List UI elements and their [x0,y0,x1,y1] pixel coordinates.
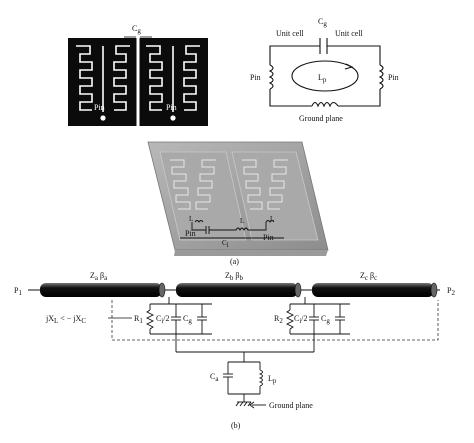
r2-label: R2 [274,314,283,325]
pin-left-label: Pin [250,73,261,82]
gap-cg-label: Cg [132,24,141,35]
cg-label: Cg [318,17,327,28]
pin-coil-left [268,64,274,90]
ground-plane-label-b: Ground plane [269,401,313,410]
pin-inductor-label-left: L [189,215,193,223]
perspective-pin-left: Pin [185,229,196,238]
line-b-label: Zb βb [225,271,243,282]
pin-right-label: Pin [388,73,399,82]
current-loop [291,60,359,92]
perspective-view: L L L Pin Pin Ci [147,141,329,256]
cg-left-label: Cg [183,314,192,325]
left-shunt-network [145,297,212,352]
lp-coil [311,101,339,108]
caption-a: (a) [230,257,239,266]
line-c [312,282,438,298]
transmission-line-model: Za βa Zb βb Zc βc P1 P2 [14,271,455,410]
unit-cell-layout: Pin Pin Cg [68,24,208,126]
line-b [176,282,302,298]
lp-label-b: Lp [268,374,277,385]
line-c-label: Zc βc [360,271,377,282]
cg-right-label: Cg [321,314,330,325]
perspective-pin-right: Pin [263,233,274,242]
r1-label: R1 [134,314,143,325]
port-p1: P1 [14,286,22,297]
center-inductor-label: L [240,217,244,225]
ci-half-right-label: Ci/2 [294,314,308,325]
unit-cell-circuit [268,38,384,108]
pin-label-right: Pin [166,103,177,112]
ca-label: Ca [210,372,219,383]
pin-dot-right [170,115,176,121]
unit-cell-circuit-labels: Cg Unit cell Unit cell Pin Pin Lp Ground… [250,17,399,123]
pin-label-left: Pin [94,103,105,112]
unit-cell-right-label: Unit cell [335,29,364,38]
meander-pattern [76,45,200,112]
unit-cell-left-label: Unit cell [276,29,305,38]
line-a [40,282,166,298]
lp-label: Lp [318,73,327,84]
reactance-condition: jXL < − jXC [45,314,86,325]
port-p2: P2 [447,286,455,297]
pin-inductor-label-right: L [270,215,274,223]
pin-dot-left [100,115,106,121]
right-shunt-network [285,297,350,352]
ci-half-left-label: Ci/2 [156,314,170,325]
perspective-ci-label: Ci [222,239,229,249]
pin-coil-right [378,64,384,90]
line-a-label: Za βa [90,271,108,282]
ground-plane-label: Ground plane [299,114,343,123]
caption-b: (b) [231,421,241,430]
ground-network [176,351,314,409]
